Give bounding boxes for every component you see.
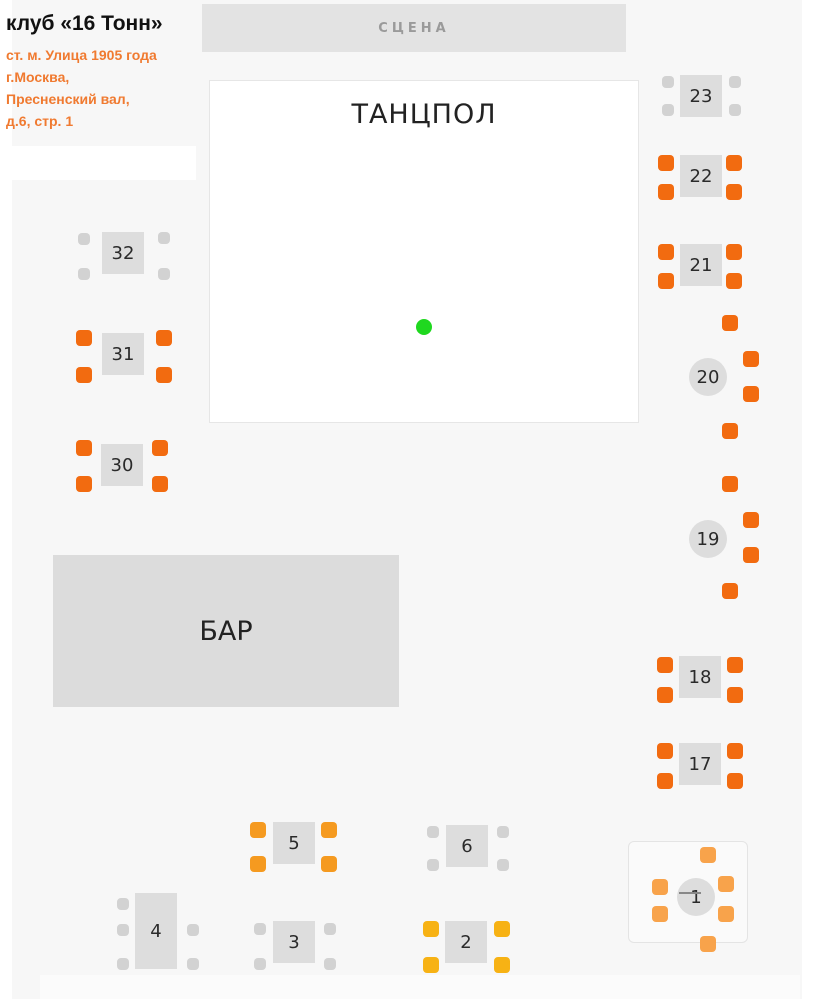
seat[interactable] [652, 906, 668, 922]
seat[interactable] [726, 155, 742, 171]
seat[interactable] [657, 657, 673, 673]
location-marker [416, 319, 432, 335]
address-line: Пресненский вал, [6, 91, 130, 107]
seat[interactable] [658, 273, 674, 289]
seat[interactable] [423, 957, 439, 973]
seat[interactable] [250, 856, 266, 872]
seat[interactable] [743, 386, 759, 402]
table-6[interactable]: 6 [446, 825, 488, 867]
table-3[interactable]: 3 [273, 921, 315, 963]
table-17[interactable]: 17 [679, 743, 721, 785]
seat[interactable] [726, 244, 742, 260]
table-1-divider [679, 892, 701, 894]
seat [427, 859, 439, 871]
seat[interactable] [652, 879, 668, 895]
seat [254, 958, 266, 970]
table-23[interactable]: 23 [680, 75, 722, 117]
table-30[interactable]: 30 [101, 444, 143, 486]
seat[interactable] [152, 440, 168, 456]
table-32[interactable]: 32 [102, 232, 144, 274]
seat[interactable] [727, 657, 743, 673]
seat [117, 958, 129, 970]
seat[interactable] [726, 184, 742, 200]
seat [662, 104, 674, 116]
seat[interactable] [718, 906, 734, 922]
seat[interactable] [152, 476, 168, 492]
header-panel [6, 146, 196, 180]
seat[interactable] [657, 743, 673, 759]
table-22[interactable]: 22 [680, 155, 722, 197]
table-19[interactable]: 19 [689, 520, 727, 558]
seat [497, 859, 509, 871]
seat[interactable] [727, 743, 743, 759]
seat[interactable] [321, 856, 337, 872]
table-2[interactable]: 2 [445, 921, 487, 963]
seat [324, 923, 336, 935]
seat[interactable] [722, 583, 738, 599]
seat [729, 104, 741, 116]
seat [187, 958, 199, 970]
seat [187, 924, 199, 936]
seat[interactable] [76, 476, 92, 492]
seat[interactable] [156, 367, 172, 383]
seat[interactable] [700, 847, 716, 863]
seat [324, 958, 336, 970]
table-1[interactable]: 1 [677, 878, 715, 916]
seat[interactable] [657, 687, 673, 703]
address-line: г.Москва, [6, 69, 70, 85]
seat[interactable] [658, 155, 674, 171]
seat [427, 826, 439, 838]
seat[interactable] [722, 423, 738, 439]
table-5[interactable]: 5 [273, 822, 315, 864]
seat [662, 76, 674, 88]
seat[interactable] [718, 876, 734, 892]
seat [117, 924, 129, 936]
table-31[interactable]: 31 [102, 333, 144, 375]
seat [117, 898, 129, 910]
seat[interactable] [76, 440, 92, 456]
seat[interactable] [658, 184, 674, 200]
table-4[interactable]: 4 [135, 893, 177, 969]
seat[interactable] [727, 687, 743, 703]
seat [78, 233, 90, 245]
seat[interactable] [743, 547, 759, 563]
club-name: клуб «16 Тонн» [6, 12, 163, 35]
seat[interactable] [722, 476, 738, 492]
seat[interactable] [76, 367, 92, 383]
seat [158, 232, 170, 244]
seat[interactable] [700, 936, 716, 952]
seat[interactable] [156, 330, 172, 346]
seat[interactable] [657, 773, 673, 789]
table-21[interactable]: 21 [680, 244, 722, 286]
stage-zone: СЦЕНА [202, 4, 626, 52]
seat[interactable] [722, 315, 738, 331]
seat [497, 826, 509, 838]
club-address: ст. м. Улица 1905 года г.Москва, Преснен… [6, 44, 157, 132]
dance-floor-zone[interactable]: ТАНЦПОЛ [209, 80, 639, 423]
seat [78, 268, 90, 280]
seat [254, 923, 266, 935]
address-line: д.6, стр. 1 [6, 113, 74, 129]
seat[interactable] [743, 512, 759, 528]
seat [729, 76, 741, 88]
seat[interactable] [494, 957, 510, 973]
seat[interactable] [727, 773, 743, 789]
seat[interactable] [250, 822, 266, 838]
seat [158, 268, 170, 280]
seat[interactable] [423, 921, 439, 937]
seat[interactable] [494, 921, 510, 937]
address-line: ст. м. Улица 1905 года [6, 47, 157, 63]
dance-floor-label: ТАНЦПОЛ [351, 99, 497, 130]
floor-bottom-strip [40, 975, 800, 999]
bar-zone: БАР [53, 555, 399, 707]
seat[interactable] [658, 244, 674, 260]
table-20[interactable]: 20 [689, 358, 727, 396]
table-18[interactable]: 18 [679, 656, 721, 698]
seat[interactable] [76, 330, 92, 346]
seat[interactable] [726, 273, 742, 289]
seat[interactable] [321, 822, 337, 838]
seat[interactable] [743, 351, 759, 367]
